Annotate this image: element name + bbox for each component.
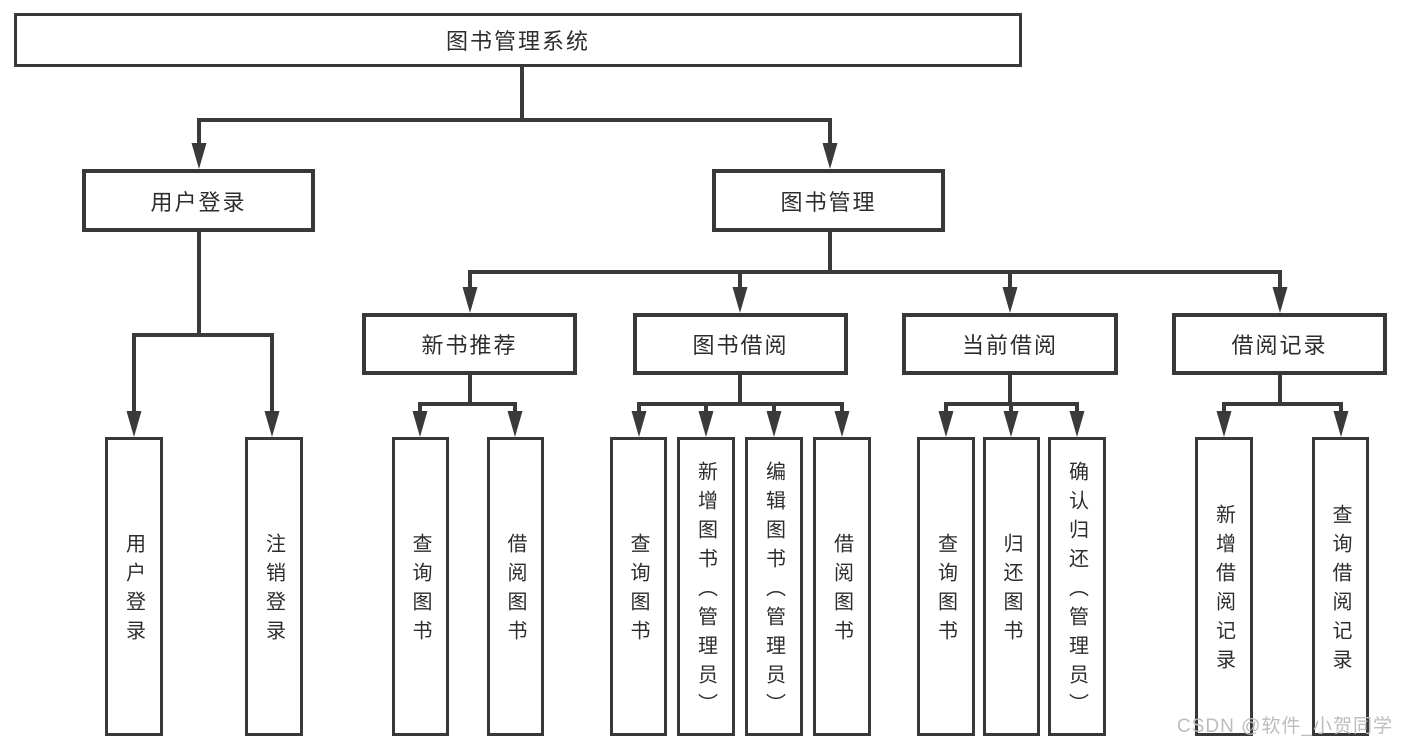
leaf-query-books-1-label: 查询图书 — [409, 533, 431, 649]
leaf-add-borrow-record: 新增借阅记录 — [1195, 437, 1253, 736]
leaf-query-books-2: 查询图书 — [610, 437, 667, 736]
leaf-query-borrow-record: 查询借阅记录 — [1312, 437, 1369, 736]
node-current-borrow-label: 当前借阅 — [961, 333, 1058, 358]
node-current-borrow: 当前借阅 — [902, 313, 1118, 375]
leaf-edit-book-admin-label: 编辑图书（管理员） — [762, 460, 785, 722]
leaf-borrow-books-2: 借阅图书 — [813, 437, 871, 736]
leaf-confirm-return-admin-label: 确认归还（管理员） — [1065, 460, 1088, 722]
leaf-query-books-3: 查询图书 — [917, 437, 975, 736]
node-root-label: 图书管理系统 — [445, 29, 590, 54]
leaf-return-book: 归还图书 — [983, 437, 1040, 736]
node-book-management-label: 图书管理 — [780, 189, 877, 215]
node-new-book-recommend-label: 新书推荐 — [421, 333, 518, 358]
leaf-logout-label: 注销登录 — [262, 533, 285, 649]
leaf-logout: 注销登录 — [245, 437, 303, 736]
leaf-add-borrow-record-label: 新增借阅记录 — [1212, 504, 1235, 678]
node-user-login: 用户登录 — [82, 169, 315, 232]
node-book-borrow: 图书借阅 — [633, 313, 848, 375]
leaf-query-books-2-label: 查询图书 — [627, 533, 649, 649]
leaf-add-book-admin: 新增图书（管理员） — [677, 437, 735, 736]
leaf-borrow-books-2-label: 借阅图书 — [830, 533, 853, 649]
leaf-query-borrow-record-label: 查询借阅记录 — [1329, 504, 1351, 678]
leaf-query-books-1: 查询图书 — [392, 437, 449, 736]
leaf-user-login: 用户登录 — [105, 437, 163, 736]
leaf-edit-book-admin: 编辑图书（管理员） — [745, 437, 803, 736]
node-borrow-records: 借阅记录 — [1172, 313, 1387, 375]
leaf-query-books-3-label: 查询图书 — [934, 533, 957, 649]
node-book-management: 图书管理 — [712, 169, 945, 232]
node-user-login-label: 用户登录 — [150, 189, 247, 215]
leaf-borrow-books-1-label: 借阅图书 — [504, 533, 526, 649]
leaf-return-book-label: 归还图书 — [1000, 533, 1022, 649]
node-borrow-records-label: 借阅记录 — [1231, 333, 1328, 358]
node-book-borrow-label: 图书借阅 — [692, 333, 789, 358]
leaf-confirm-return-admin: 确认归还（管理员） — [1048, 437, 1106, 736]
leaf-user-login-label: 用户登录 — [122, 533, 145, 649]
node-new-book-recommend: 新书推荐 — [362, 313, 577, 375]
csdn-watermark: CSDN @软件_小贺同学 — [1177, 716, 1393, 737]
node-root: 图书管理系统 — [14, 13, 1022, 67]
leaf-borrow-books-1: 借阅图书 — [487, 437, 544, 736]
leaf-add-book-admin-label: 新增图书（管理员） — [694, 460, 717, 722]
